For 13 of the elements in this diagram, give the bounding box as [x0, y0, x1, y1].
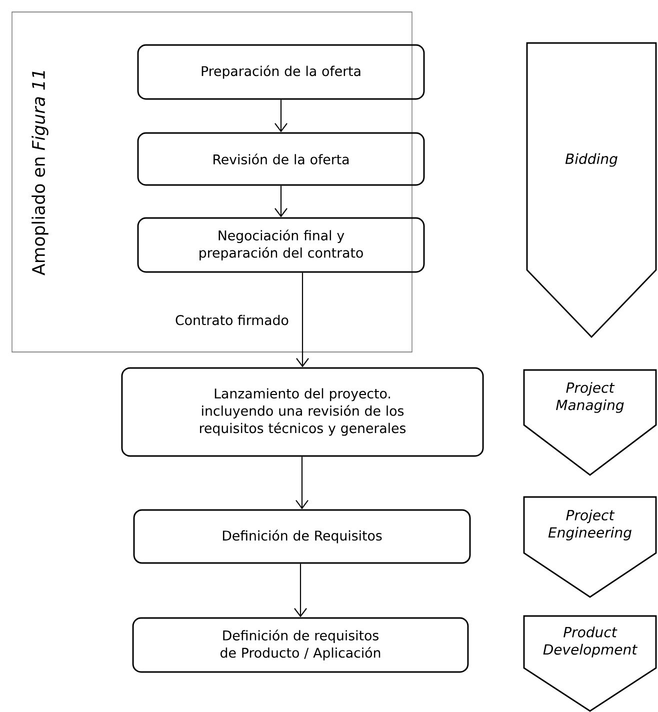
process-box: Negociación final y preparación del contrato: [137, 217, 425, 273]
arrow: [274, 186, 288, 218]
arrow: [296, 272, 309, 368]
process-box: Lanzamiento del proyecto. incluyendo una revisión de los requisitos técnicos y generales: [121, 367, 484, 457]
arrow: [294, 564, 307, 618]
process-box: Definición de requisitos de Producto / Aplicación: [132, 617, 469, 673]
arrow: [274, 100, 288, 132]
process-box: Definición de Requisitos: [133, 509, 471, 564]
process-box: Preparación de la oferta: [137, 44, 425, 100]
rotated-heading: Amopliado en Figura 11: [32, 71, 48, 276]
process-box: Revisión de la oferta: [137, 132, 425, 186]
edge-label: Contrato firmado: [176, 314, 288, 326]
arrow: [296, 456, 308, 510]
